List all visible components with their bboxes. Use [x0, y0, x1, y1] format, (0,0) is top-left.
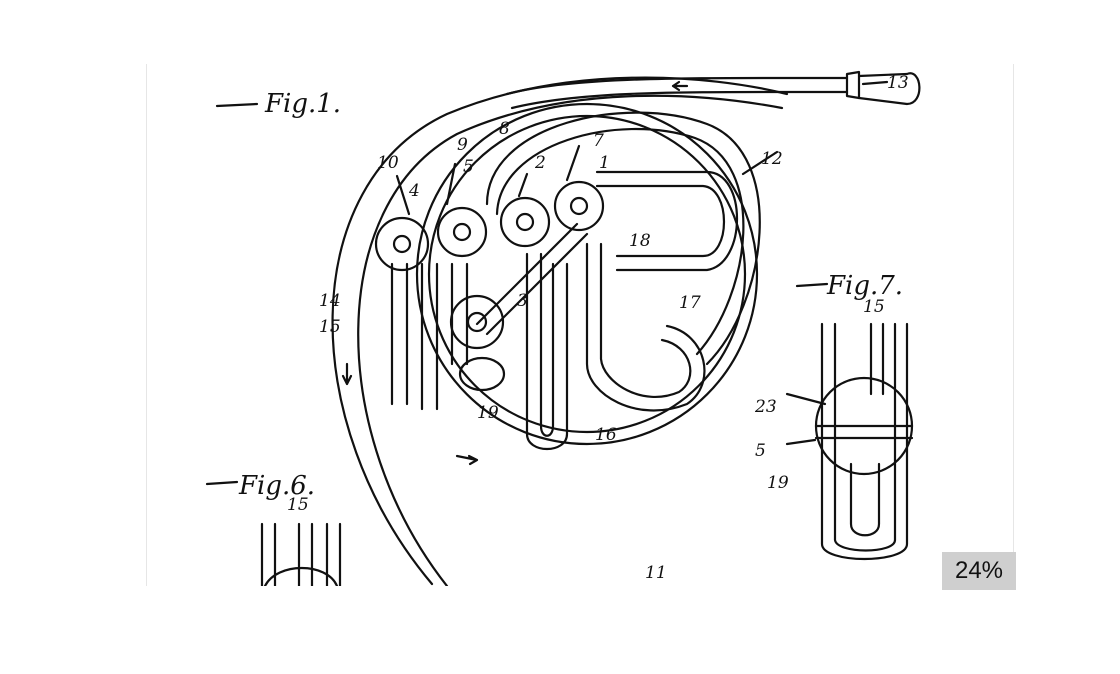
ref-label: 3	[517, 291, 528, 311]
ref-label: 17	[679, 293, 701, 313]
ref-label: 13	[887, 73, 909, 93]
ref-label: 7	[593, 131, 604, 151]
ref-label: 16	[595, 425, 617, 445]
ref-label: 12	[761, 149, 783, 169]
ref-label: 5	[463, 157, 474, 177]
ref-label: 15	[863, 297, 885, 317]
ref-label: 15	[287, 495, 309, 515]
ref-label: 18	[629, 231, 651, 251]
ref-label: 19	[767, 473, 789, 493]
ref-label: 5	[755, 441, 766, 461]
french-horn-patent-drawing: Fig.1. Fig.6. Fig.7. 1 2 4 5 5 7 8 9 10 …	[205, 70, 921, 586]
ref-label: 9	[457, 135, 468, 155]
ref-label: 2	[534, 153, 546, 173]
ref-label: 8	[499, 119, 510, 139]
ref-label: 4	[408, 181, 420, 201]
patent-drawing-page[interactable]: Fig.1. Fig.6. Fig.7. 1 2 4 5 5 7 8 9 10 …	[146, 64, 1014, 586]
figure-label-fig1: Fig.1.	[264, 89, 341, 119]
zoom-level-indicator[interactable]: 24%	[942, 552, 1016, 590]
ref-label: 19	[477, 403, 499, 423]
ref-label: 15	[319, 317, 341, 337]
ref-label: 23	[754, 397, 777, 417]
ref-label: 11	[645, 563, 667, 583]
ref-label: 1	[599, 153, 610, 173]
figure-label-fig7: Fig.7.	[826, 271, 903, 301]
ref-label: 10	[377, 153, 399, 173]
ref-label: 14	[319, 291, 341, 311]
figure-label-fig6: Fig.6.	[238, 471, 315, 501]
